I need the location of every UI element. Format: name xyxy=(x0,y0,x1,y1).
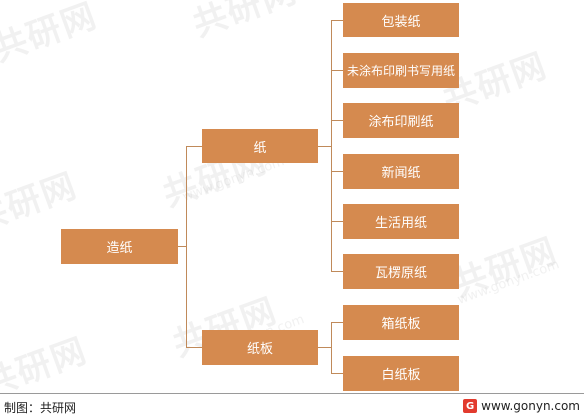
connector-root-stub xyxy=(178,246,187,247)
connector-board-branch xyxy=(331,373,343,374)
connector-paper-spine xyxy=(331,20,332,272)
connector-paper-branch xyxy=(331,271,343,272)
watermark-text: 共研网 xyxy=(447,230,563,306)
connector-root-spine xyxy=(186,146,187,348)
footer-divider xyxy=(0,393,584,394)
connector-board-stub xyxy=(318,347,332,348)
connector-paper-stub xyxy=(318,146,332,147)
node-white-board: 白纸板 xyxy=(343,356,459,391)
node-corrugating-medium: 瓦楞原纸 xyxy=(343,254,459,289)
node-uncoated-printing-paper: 未涂布印刷书写用纸 xyxy=(343,53,459,88)
footer-brand: G www.gonyn.com xyxy=(463,399,580,413)
node-household-paper: 生活用纸 xyxy=(343,204,459,239)
connector-board-branch xyxy=(331,322,343,323)
connector-paper-branch xyxy=(331,120,343,121)
watermark-text: 共研网 xyxy=(0,0,103,71)
connector-paper-branch xyxy=(331,171,343,172)
footer-url: www.gonyn.com xyxy=(481,399,580,413)
connector-to-paper xyxy=(186,146,202,147)
node-root: 造纸 xyxy=(61,229,178,264)
gonyn-logo-icon: G xyxy=(463,399,478,413)
connector-to-board xyxy=(186,347,202,348)
watermark-url: www.gonyn.com xyxy=(455,257,562,308)
node-paper: 纸 xyxy=(202,129,318,163)
node-packaging-paper: 包装纸 xyxy=(343,3,459,37)
connector-paper-branch xyxy=(331,221,343,222)
node-newsprint: 新闻纸 xyxy=(343,154,459,189)
connector-board-spine xyxy=(331,322,332,374)
watermark-text: 共研网 xyxy=(187,0,303,46)
connector-paper-branch xyxy=(331,70,343,71)
footer-source: 制图：共研网 xyxy=(4,401,77,415)
node-containerboard: 箱纸板 xyxy=(343,305,459,340)
node-paperboard: 纸板 xyxy=(202,330,318,365)
node-coated-printing-paper: 涂布印刷纸 xyxy=(343,103,459,138)
connector-paper-branch xyxy=(331,20,343,21)
